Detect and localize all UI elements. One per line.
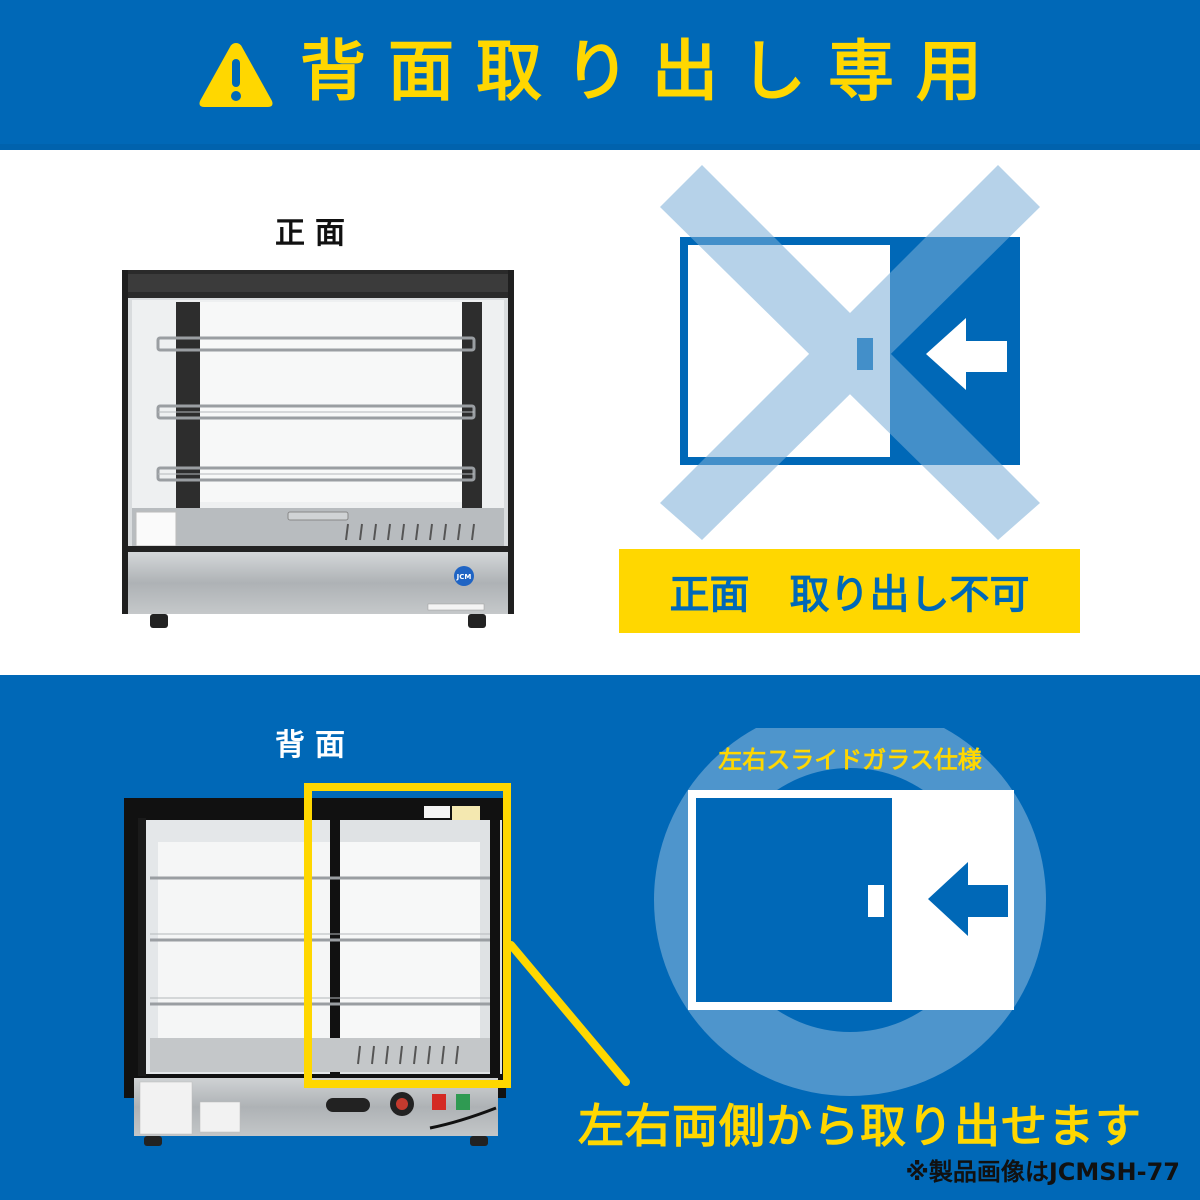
arrow-left-icon [928,862,1008,936]
back-label: 背面 [275,728,355,763]
back-access-diagram [652,728,1052,1108]
header-banner: 背面取り出し専用 [0,0,1200,150]
both-sides-caption: 左右両側から取り出せます [578,1099,1142,1153]
front-not-allowed-banner: 正面 取り出し不可 [619,549,1080,633]
back-product-image [120,798,510,1146]
svg-text:JCM: JCM [456,573,472,581]
sliding-glass-spec-title: 左右スライドガラス仕様 [718,746,982,774]
arrow-left-icon [926,318,1007,390]
product-model-footnote: ※製品画像はJCMSH-77 [905,1158,1181,1186]
front-label: 正面 [275,216,355,251]
front-not-allowed-text: 正面 取り出し不可 [669,572,1030,618]
front-product-image: JCM [118,268,518,630]
page-title: 背面取り出し専用 [300,33,1004,110]
front-access-diagram [660,165,1040,540]
cross-mark-icon [660,165,1040,540]
warning-icon [196,39,276,111]
